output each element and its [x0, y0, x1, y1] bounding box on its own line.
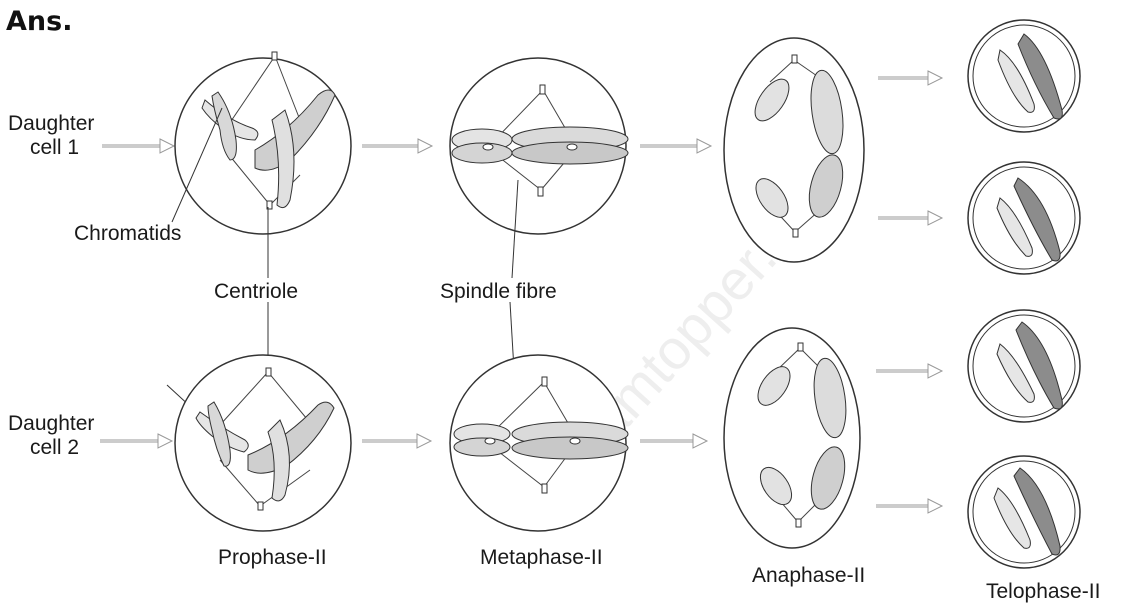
stage-label-telophase: Telophase-II — [986, 580, 1100, 604]
arrow-r2-3-4a — [876, 364, 942, 378]
stage-label-anaphase: Anaphase-II — [752, 564, 865, 588]
chromatids-label: Chromatids — [74, 222, 181, 246]
input-arrow-cell-2 — [100, 434, 172, 448]
daughter-cell-2-label: Daughter cell 2 — [8, 412, 94, 460]
metaphase-cell-1 — [450, 58, 628, 234]
daughter-cell-2-line-1: Daughter — [8, 412, 94, 436]
arrow-3-4b — [878, 211, 942, 225]
input-arrow-cell-1 — [102, 139, 174, 153]
arrow-2-3 — [640, 139, 711, 153]
telophase-cell-4 — [968, 456, 1080, 568]
arrow-r2-1-2 — [362, 434, 431, 448]
arrow-1-2 — [362, 139, 432, 153]
arrow-r2-3-4b — [876, 499, 942, 513]
prophase-cell-1 — [175, 52, 351, 234]
stage-label-prophase: Prophase-II — [218, 546, 327, 570]
metaphase-cell-2 — [450, 355, 628, 531]
telophase-cell-3 — [968, 310, 1080, 422]
stage-label-metaphase: Metaphase-II — [480, 546, 603, 570]
prophase-cell-2 — [175, 355, 351, 531]
daughter-cell-2-line-2: cell 2 — [8, 436, 94, 460]
anaphase-cell-1 — [724, 38, 864, 262]
anaphase-cell-2 — [724, 328, 860, 548]
centriole-label: Centriole — [214, 280, 298, 304]
daughter-cell-1-line-1: Daughter — [8, 112, 94, 136]
telophase-cell-2 — [968, 162, 1080, 274]
spindle-fibre-label: Spindle fibre — [440, 280, 557, 304]
arrow-3-4a — [878, 71, 942, 85]
daughter-cell-1-label: Daughter cell 1 — [8, 112, 94, 160]
arrow-r2-2-3 — [640, 434, 707, 448]
telophase-cell-1 — [968, 20, 1080, 132]
daughter-cell-1-line-2: cell 1 — [8, 136, 94, 160]
